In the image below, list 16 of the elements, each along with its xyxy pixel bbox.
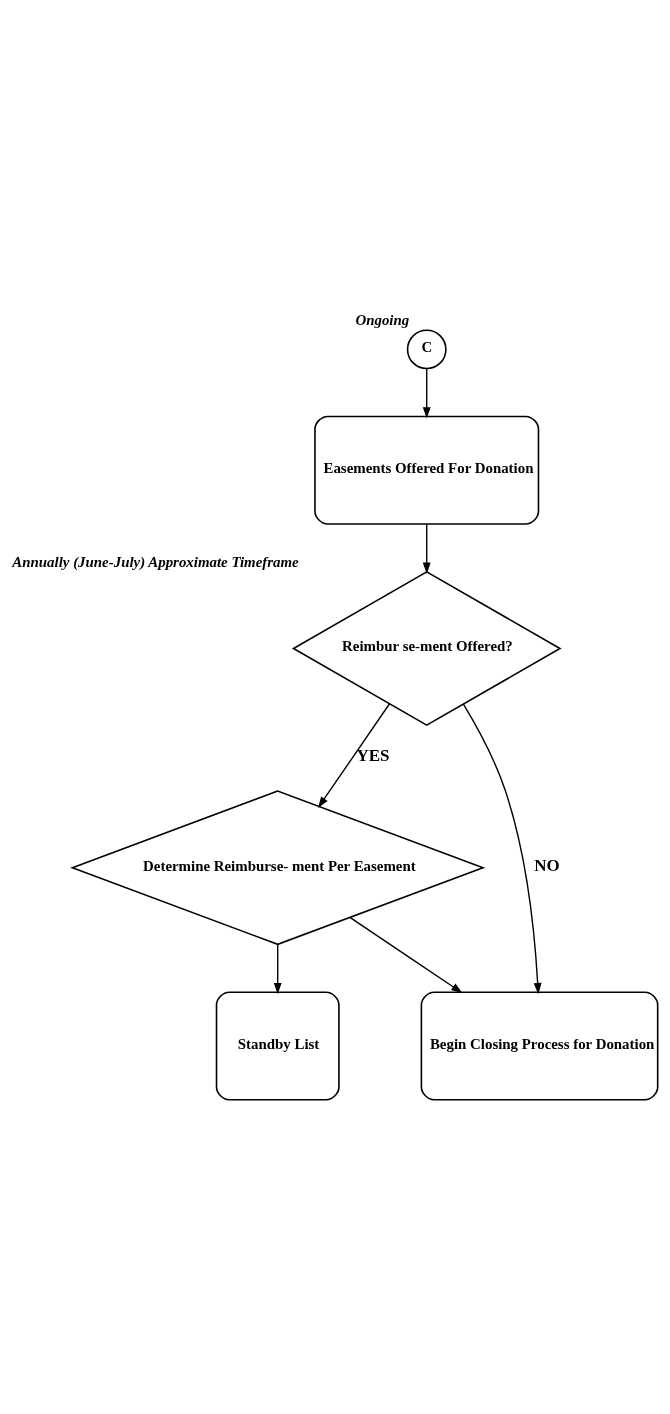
- arrow: [273, 943, 282, 995]
- node-diamond: Determine Reimburse- ment Per Easement: [70, 790, 486, 946]
- node-label: Annually (June-July) Approximate Timeframe: [12, 553, 299, 570]
- node-box: Begin Closing Process for Donation: [420, 991, 659, 1101]
- node-box: Easements Offered For Donation: [314, 415, 540, 525]
- node-box: Standby List: [215, 991, 340, 1101]
- edge-label: YES: [356, 746, 390, 766]
- arrow: [422, 368, 431, 419]
- node-circle: C: [406, 329, 447, 370]
- arrow: [349, 916, 463, 994]
- arrow: [462, 703, 542, 995]
- node-diamond: Reimbur se-ment Offered?: [291, 570, 562, 726]
- arrow: [422, 523, 431, 574]
- node-label: Ongoing: [355, 312, 410, 329]
- arrow: [318, 703, 391, 808]
- edge-label: NO: [534, 855, 560, 875]
